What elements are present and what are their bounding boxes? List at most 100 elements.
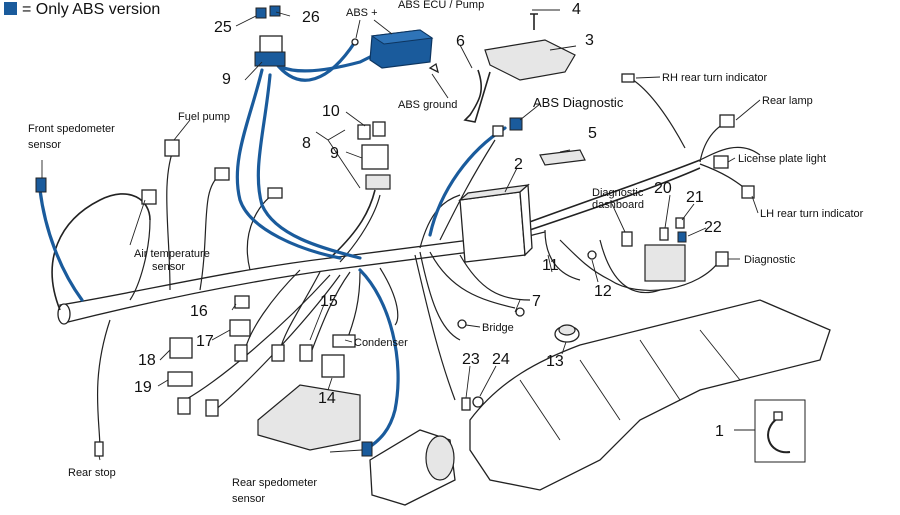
part-number-16: 16: [190, 303, 208, 320]
part-number-5: 5: [588, 125, 597, 142]
part-number-14: 14: [318, 390, 336, 407]
starter-motor: [369, 429, 456, 506]
part-number-25: 25: [214, 19, 232, 36]
part-23: [461, 397, 471, 411]
abs-ecu-pump: [369, 29, 434, 69]
label-bridge: Bridge: [482, 322, 514, 334]
label-license-plate: License plate light: [738, 153, 826, 165]
label-diagnostic: Diagnostic: [744, 254, 796, 266]
part-number-20: 20: [654, 180, 672, 197]
legend-text: = Only ABS version: [22, 1, 160, 18]
lh-turn-connector: [741, 185, 755, 199]
part-number-21: 21: [686, 189, 704, 206]
screw-part-4: [530, 13, 538, 30]
part-number-10: 10: [322, 103, 340, 120]
label-abs-ecu: ABS ECU / Pump: [398, 0, 484, 11]
abs-connectors-25-26: [254, 5, 286, 67]
part-number-2: 2: [514, 156, 523, 173]
part-number-23: 23: [462, 351, 480, 368]
part-24: [472, 396, 484, 408]
fuel-pump-connector: [164, 139, 180, 157]
connector-15c: [299, 344, 313, 362]
part-number-11: 11: [542, 257, 559, 274]
relay-16: [234, 295, 250, 309]
part-number-19: 19: [134, 379, 152, 396]
relay-19: [167, 371, 193, 387]
label-rear-speedo-1: Rear spedometer: [232, 477, 317, 489]
battery-part-2: [458, 183, 533, 263]
part-number-18: 18: [138, 352, 156, 369]
leader-lines: [41, 9, 761, 461]
connector-15b: [271, 344, 285, 362]
label-abs-diagnostic: ABS Diagnostic: [533, 95, 624, 110]
label-diag-dash-1: Diagnostic: [592, 187, 644, 199]
screw-part-12: [587, 250, 597, 260]
label-rh-turn: RH rear turn indicator: [662, 72, 767, 84]
label-lh-turn: LH rear turn indicator: [760, 208, 864, 220]
socket-part-13: [554, 324, 580, 343]
part-number-4: 4: [572, 1, 581, 18]
battery-tray: [469, 299, 831, 491]
part-number-9b: 9: [330, 145, 339, 162]
part-7-terminal: [515, 307, 525, 317]
relay-base-plate: [257, 384, 361, 451]
part-number-9a: 9: [222, 71, 231, 88]
clamp-inset-part-1: [754, 399, 806, 463]
pad-part-5: [539, 149, 586, 166]
legend-swatch: [4, 2, 17, 15]
bracket-part-3: [484, 39, 576, 81]
relays-9-10: [357, 121, 391, 190]
part-number-13: 13: [546, 353, 564, 370]
part-number-26: 26: [302, 9, 320, 26]
rh-turn-connector: [621, 73, 635, 83]
text-labels: ABS + ABS ECU / Pump ABS ground ABS Diag…: [28, 0, 864, 505]
part-number-17: 17: [196, 333, 214, 350]
label-air-temp-1: Air temperature: [134, 248, 210, 260]
label-diag-dash-2: dashboard: [592, 199, 644, 211]
part-numbers: 1 2 3 4 5 6 7 8 9 9 10 11 12 13 14 15 16…: [134, 1, 724, 440]
bridge-terminal: [457, 319, 467, 329]
label-abs-ground: ABS ground: [398, 99, 457, 111]
label-rear-stop: Rear stop: [68, 467, 116, 479]
abs-ground-terminal: [428, 62, 439, 74]
abs-diagnostic-plug: [492, 125, 504, 137]
label-front-speedo-1: Front spedometer: [28, 123, 115, 135]
rear-speedometer-sensor: [361, 441, 373, 457]
license-plate-connector: [713, 155, 729, 169]
label-front-speedo-2: sensor: [28, 139, 61, 151]
relay-18: [169, 337, 193, 359]
diagnostic-connector: [715, 251, 729, 267]
connector-19a: [177, 397, 191, 415]
abs-plus-terminal: [351, 38, 359, 46]
harness-trunk-end: [57, 303, 71, 325]
connector-a: [214, 167, 230, 181]
connector-15a: [234, 344, 248, 362]
part-number-24: 24: [492, 351, 510, 368]
label-rear-speedo-2: sensor: [232, 493, 265, 505]
part-14: [321, 354, 345, 378]
part-number-6: 6: [456, 33, 465, 50]
clip-part-6: [463, 69, 491, 123]
part-number-3: 3: [585, 32, 594, 49]
connector-19b: [205, 399, 219, 417]
part-number-1: 1: [715, 423, 724, 440]
diagnostic-dashboard-connector: [621, 231, 633, 247]
condenser: [332, 334, 356, 348]
part-number-12: 12: [594, 283, 612, 300]
part-number-7: 7: [532, 293, 541, 310]
fuse-box: [644, 217, 687, 282]
air-temperature-sensor: [141, 189, 157, 205]
label-abs-plus: ABS +: [346, 7, 378, 19]
rear-stop-switch: [94, 441, 104, 457]
part-number-15: 15: [320, 293, 338, 310]
label-condenser: Condenser: [354, 337, 408, 349]
connector-b: [267, 187, 283, 199]
wire-part-11: [544, 229, 581, 281]
front-speedometer-sensor: [35, 177, 47, 193]
relay-17: [229, 319, 251, 337]
label-fuel-pump: Fuel pump: [178, 111, 230, 123]
abs-diagnostic-connector: [509, 117, 523, 131]
part-number-22: 22: [704, 219, 722, 236]
